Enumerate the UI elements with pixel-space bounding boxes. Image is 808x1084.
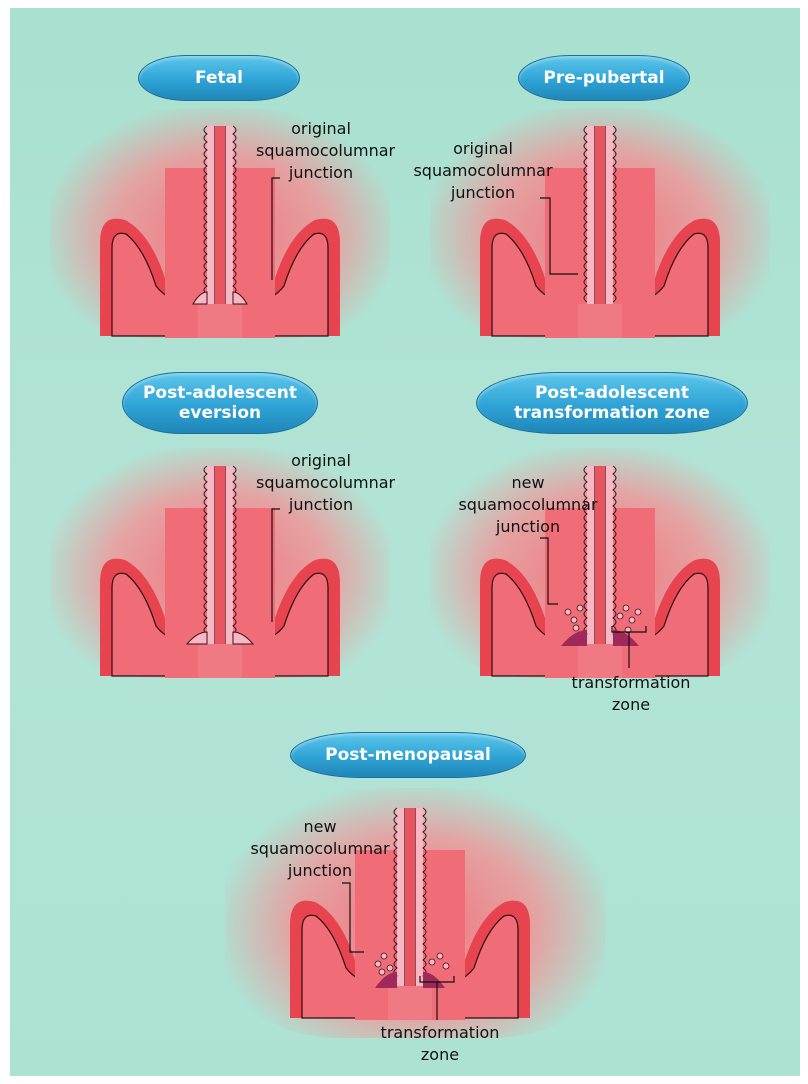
label-transformation-zone-postmeno: transformation zone <box>355 1022 525 1066</box>
diagram-canvas: Fetal original squamocolumnar junction P… <box>10 8 800 1076</box>
leader-line-postmeno <box>10 8 800 1076</box>
